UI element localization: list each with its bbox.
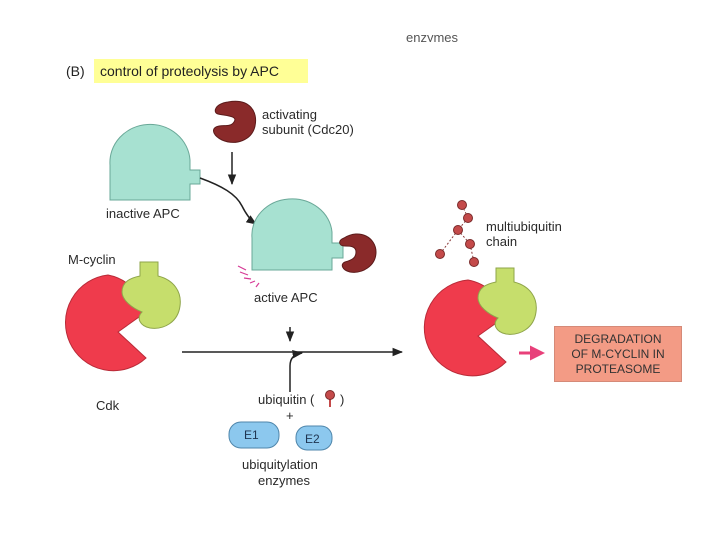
active-apc-shape [251, 198, 377, 273]
inactive-apc-label: inactive APC [106, 206, 180, 221]
multiubiquitin-label-line2: chain [486, 234, 518, 249]
activation-spark-lines [237, 265, 260, 288]
m-cyclin-label: M-cyclin [68, 252, 116, 267]
activating-subunit-label-line2: subunit (Cdc20) [262, 122, 354, 137]
ubiquitin-input-arrow [289, 350, 304, 392]
active-apc-label: active APC [254, 290, 318, 305]
cropped-header-text: enzymes [406, 30, 459, 42]
e2-label: E2 [305, 432, 320, 446]
title-highlight [94, 59, 308, 83]
panel-letter: (B) [66, 63, 85, 79]
multiubiquitin-beads [435, 200, 479, 267]
e1-enzyme-shape [228, 421, 280, 449]
ubiquitin-icon [325, 390, 335, 407]
plus-sign: + [286, 408, 294, 423]
ubiquitylation-label-line1: ubiquitylation [242, 457, 318, 472]
inactive-apc-shape [109, 123, 201, 201]
activating-subunit-label-line1: activating [262, 107, 317, 122]
multiubiquitin-label-line1: multiubiquitin [486, 219, 562, 234]
ubiquitylation-label-line2: enzymes [258, 473, 311, 488]
ubiquitylated-m-cyclin-shape [477, 267, 537, 335]
m-cyclin-shape [121, 261, 181, 329]
e2-enzyme-shape [295, 425, 333, 451]
ubiquitin-label-close: ) [340, 392, 345, 407]
cdk-label: Cdk [96, 398, 120, 413]
panel-title: control of proteolysis by APC [100, 63, 279, 79]
cdc20-subunit-shape [213, 100, 257, 143]
e1-label: E1 [244, 428, 259, 442]
degradation-box: DEGRADATION OF M-CYCLIN IN PROTEASOME [554, 326, 682, 382]
ubiquitin-label: ubiquitin ( [258, 392, 315, 407]
activation-arrow [199, 152, 257, 225]
